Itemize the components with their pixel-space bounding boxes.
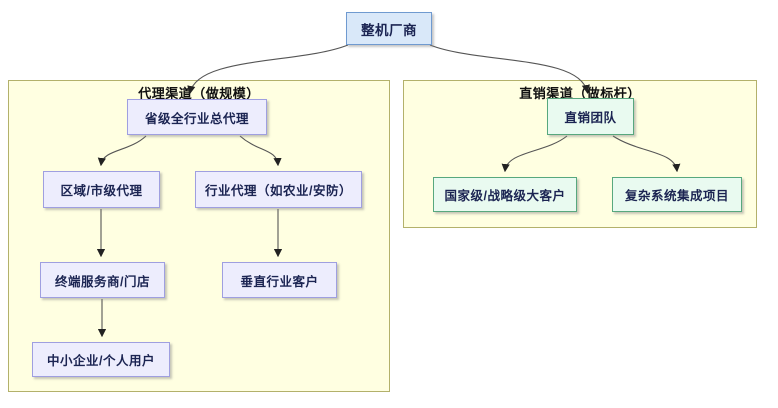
node-vertical-industry-customer: 垂直行业客户	[222, 262, 337, 298]
node-national-strategic-customer: 国家级/战略级大客户	[433, 177, 577, 212]
node-direct-sales-team: 直销团队	[547, 98, 634, 135]
node-provincial-general-agent: 省级全行业总代理	[127, 99, 267, 135]
node-industry-agent: 行业代理（如农业/安防）	[195, 171, 362, 208]
node-complex-system-integration: 复杂系统集成项目	[612, 177, 742, 212]
node-terminal-service-store: 终端服务商/门店	[40, 262, 165, 298]
node-sme-individual-user: 中小企业/个人用户	[32, 342, 170, 377]
node-regional-city-agent: 区域/市级代理	[43, 171, 160, 208]
node-oem-manufacturer: 整机厂商	[346, 12, 432, 45]
